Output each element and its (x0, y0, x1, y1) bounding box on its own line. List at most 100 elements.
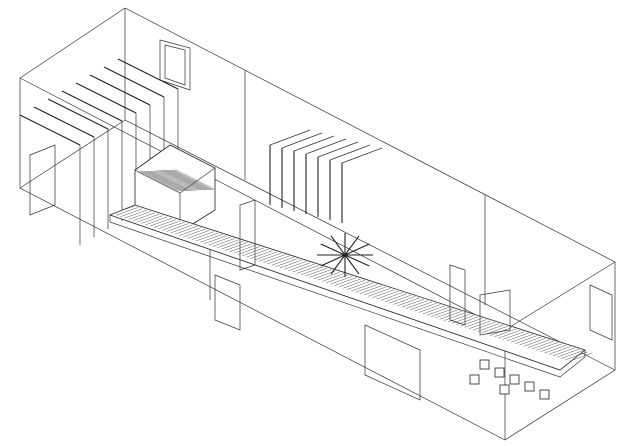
hatch-line (418, 304, 441, 313)
block (524, 381, 535, 392)
hatch-line (150, 176, 192, 180)
hatch-line (120, 208, 143, 217)
hatch-line (254, 251, 277, 261)
hatch-line (305, 267, 328, 277)
hatch-line (338, 278, 361, 288)
hatch-line (523, 338, 546, 347)
block (479, 359, 490, 370)
hatch-line (527, 339, 550, 348)
hatch-line (393, 296, 416, 305)
cabin-module (134, 144, 216, 233)
hatch-line (531, 340, 555, 350)
fan-blade (344, 243, 370, 256)
hatch-line (183, 228, 206, 238)
hatch-line (137, 213, 160, 223)
block (469, 374, 480, 385)
hatch-line (136, 169, 178, 173)
block (509, 374, 520, 385)
fin (341, 147, 383, 164)
hatch-line (204, 235, 227, 244)
hatch-line (384, 293, 408, 302)
hatch-line (116, 207, 139, 216)
fin (117, 58, 179, 90)
hatch-line (158, 180, 200, 184)
hatch-line (443, 312, 466, 321)
hatch-line (426, 307, 450, 316)
fan-element (317, 233, 373, 277)
hatch-line (170, 224, 193, 234)
fan-blade (344, 254, 360, 275)
hatch-line (212, 238, 235, 247)
fan-blade (344, 254, 370, 267)
hatch-line (195, 232, 219, 242)
hatch-line (422, 305, 445, 315)
hatch-line (162, 221, 185, 231)
hatch-line (557, 348, 580, 358)
hatch-line (372, 289, 395, 298)
hatch-line (569, 352, 592, 362)
hatch-line (158, 220, 181, 230)
hatch-line (154, 178, 196, 182)
hatch-line (380, 292, 403, 301)
vertical-fins-center (269, 129, 383, 223)
hatch-line (124, 209, 147, 219)
hatch-line (351, 282, 374, 292)
hatch-line (552, 347, 576, 356)
hatch-line (237, 246, 261, 255)
fan-blade (320, 254, 346, 267)
hatch-line (149, 217, 172, 227)
hatch-line (321, 273, 345, 282)
building-envelope (19, 7, 616, 441)
fin (305, 138, 347, 155)
hatch-line (140, 171, 182, 175)
hatch-line (473, 321, 496, 331)
hatch-line (246, 248, 269, 258)
hatch-line (506, 332, 529, 342)
hatch-line (519, 336, 542, 346)
hatch-line (317, 271, 340, 281)
frames (214, 199, 511, 401)
hatch-line (145, 216, 168, 226)
hatch-line (200, 234, 223, 243)
hatch-line (485, 325, 508, 335)
hatch-line (170, 186, 212, 190)
block (499, 384, 510, 395)
hatch-line (166, 184, 208, 188)
hatch-line (565, 351, 588, 361)
hatch-line (536, 342, 559, 351)
hatch-line (141, 215, 164, 224)
hatch-line (275, 258, 298, 267)
hatch-line (152, 177, 194, 181)
hatch-line (263, 254, 286, 263)
hatch-line (342, 280, 366, 289)
hatch-line (330, 275, 353, 285)
hatch-line (477, 323, 500, 332)
hatch-line (359, 285, 382, 294)
hatch-line (279, 259, 303, 269)
hatch-line (258, 253, 282, 262)
hatch-line (544, 344, 567, 354)
hatch-line (172, 187, 214, 191)
hatch-line (162, 182, 204, 186)
hatch-line (174, 226, 198, 235)
hatch-line (156, 179, 198, 183)
fin (281, 132, 323, 149)
hatch-line (111, 205, 135, 215)
hatch-line (376, 290, 399, 300)
hatch-line (187, 230, 210, 239)
hatch-line (296, 265, 319, 274)
hatch-line (464, 319, 487, 328)
hatch-line (401, 298, 424, 308)
seating-blocks (469, 359, 550, 400)
hatch-line (292, 263, 315, 273)
hatch-line (498, 329, 521, 339)
hatch-line (481, 324, 504, 334)
hatch-line (435, 309, 458, 319)
hatch-line (233, 244, 256, 254)
fin (103, 66, 165, 98)
hatch-line (142, 172, 184, 176)
hatch-line (267, 255, 290, 265)
fin (293, 135, 335, 152)
hatch-line (229, 243, 252, 253)
